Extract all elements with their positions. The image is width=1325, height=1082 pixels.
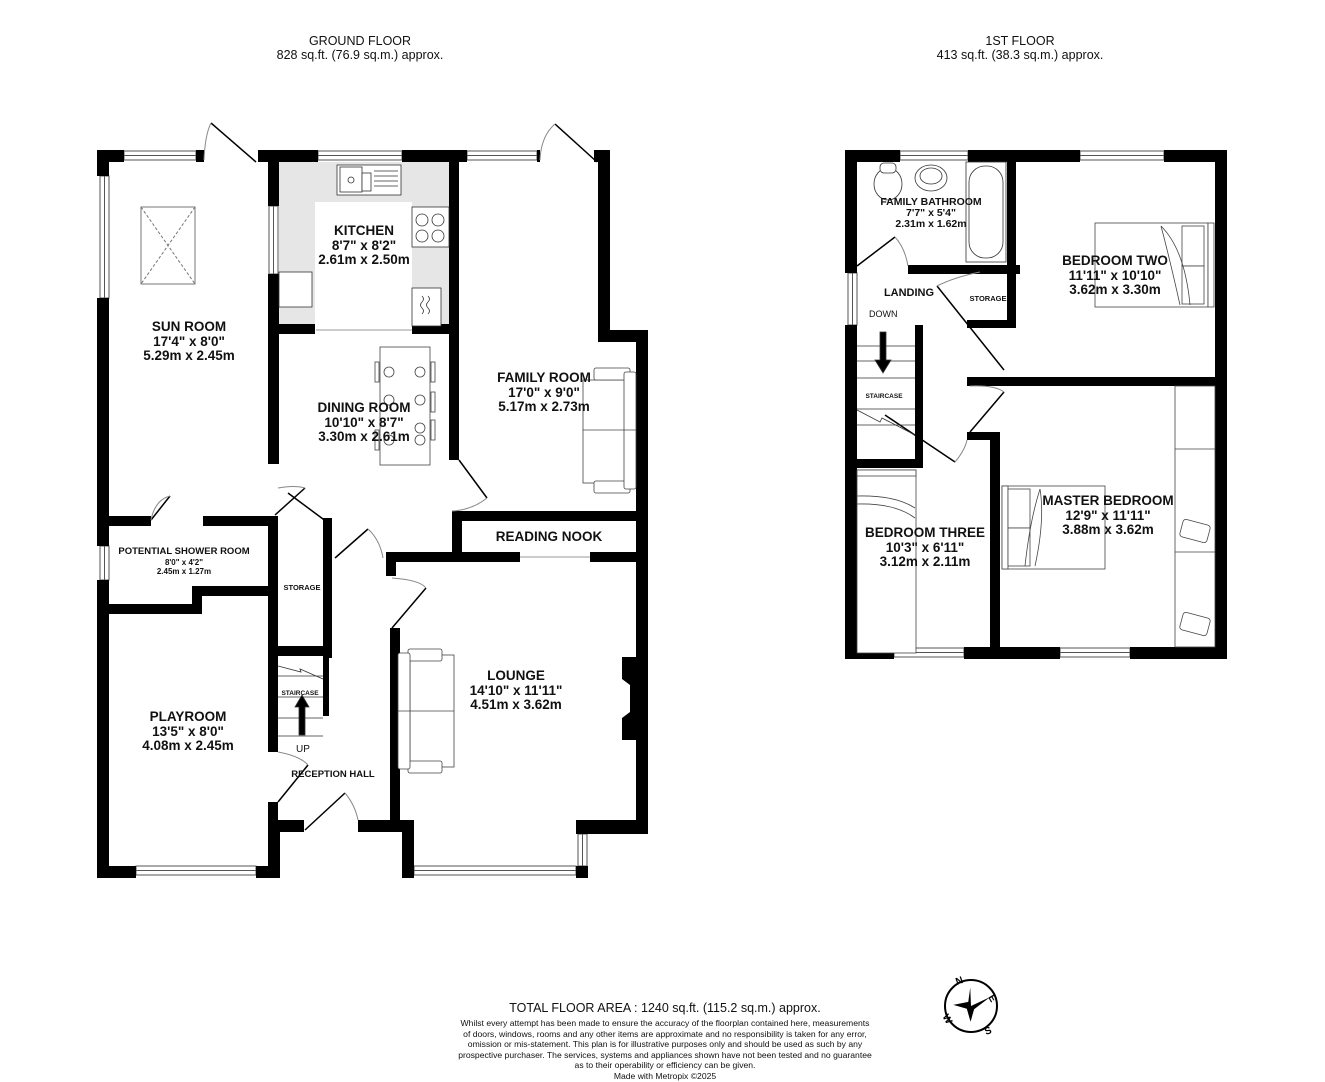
room-label-landing: LANDING	[884, 288, 934, 299]
first-floor-area: 413 sq.ft. (38.3 sq.m.) approx.	[936, 48, 1104, 62]
family-room-sofa	[582, 367, 637, 494]
first-floor-plan	[845, 150, 1227, 659]
room-metric: 4.51m x 3.62m	[470, 697, 562, 712]
room-name: MASTER BEDROOM	[1042, 493, 1174, 508]
room-imperial: 8'0" x 4'2"	[164, 557, 204, 567]
ground-staircase	[277, 665, 324, 737]
room-name: STAIRCASE	[281, 690, 319, 697]
room-label-sun-room: SUN ROOM 17'4" x 8'0" 5.29m x 2.45m	[143, 319, 235, 364]
ground-floor-plan	[97, 122, 1227, 878]
room-name: BEDROOM THREE	[864, 525, 986, 540]
ground-floor-area: 828 sq.ft. (76.9 sq.m.) approx.	[276, 48, 444, 62]
room-metric: 3.12m x 2.11m	[879, 554, 971, 569]
room-imperial: 17'4" x 8'0"	[153, 333, 225, 349]
up-label: UP	[296, 744, 310, 755]
room-imperial: 14'10" x 11'11"	[469, 682, 563, 698]
room-metric: 5.17m x 2.73m	[498, 399, 590, 414]
first-floor-heading: 1ST FLOOR 413 sq.ft. (38.3 sq.m.) approx…	[890, 34, 1150, 62]
room-name: PLAYROOM	[149, 709, 227, 724]
room-label-potential-shower-room: POTENTIAL SHOWER ROOM 8'0" x 4'2" 2.45m …	[118, 546, 250, 576]
room-imperial: 8'7" x 8'2"	[331, 237, 397, 253]
ground-floor-title: GROUND FLOOR	[308, 34, 412, 48]
room-label-first-storage: STORAGE	[970, 294, 1007, 303]
room-metric: 4.08m x 2.45m	[142, 738, 234, 753]
room-label-playroom: PLAYROOM 13'5" x 8'0" 4.08m x 2.45m	[142, 709, 234, 754]
walls	[97, 150, 648, 878]
room-metric: 5.29m x 2.45m	[143, 348, 235, 363]
compass-e: E	[985, 993, 998, 1005]
doors	[150, 122, 598, 831]
compass-icon: N E S W	[940, 975, 1002, 1038]
room-metric: 2.31m x 1.62m	[895, 218, 967, 230]
disclaimer-line: prospective purchaser. The services, sys…	[458, 1049, 872, 1060]
room-name: POTENTIAL SHOWER ROOM	[118, 546, 250, 557]
room-name: RECEPTION HALL	[291, 769, 375, 780]
room-metric: 3.62m x 3.30m	[1069, 282, 1161, 297]
disclaimer: Whilst every attempt has been made to en…	[420, 1018, 910, 1082]
disclaimer-line: of doors, windows, rooms and any other i…	[463, 1028, 867, 1039]
room-imperial: 7'7" x 5'4"	[906, 207, 956, 219]
ground-floor-heading: GROUND FLOOR 828 sq.ft. (76.9 sq.m.) app…	[230, 34, 490, 62]
first-floor-title: 1ST FLOOR	[985, 34, 1055, 48]
room-imperial: 11'11" x 10'10"	[1068, 267, 1162, 283]
dining-table	[374, 346, 436, 466]
footer: TOTAL FLOOR AREA : 1240 sq.ft. (115.2 sq…	[420, 1000, 910, 1082]
windows	[99, 150, 590, 876]
room-name: STAIRCASE	[865, 393, 903, 400]
credit: Made with Metropix ©2025	[613, 1070, 717, 1081]
room-label-lounge: LOUNGE 14'10" x 11'11" 4.51m x 3.62m	[469, 668, 563, 713]
disclaimer-line: Whilst every attempt has been made to en…	[460, 1018, 870, 1028]
room-name: LANDING	[883, 287, 935, 299]
kitchen-appliances	[278, 164, 450, 327]
room-metric: 2.61m x 2.50m	[318, 252, 410, 267]
disclaimer-line: omission or mis-statement. This plan is …	[467, 1039, 863, 1050]
lounge-sofa	[397, 648, 455, 774]
room-name: LOUNGE	[487, 668, 545, 683]
room-name: KITCHEN	[333, 223, 394, 238]
room-label-bedroom-two: BEDROOM TWO 11'11" x 10'10" 3.62m x 3.30…	[1062, 253, 1168, 298]
total-floor-area: TOTAL FLOOR AREA : 1240 sq.ft. (115.2 sq…	[509, 1001, 821, 1015]
room-label-kitchen: KITCHEN 8'7" x 8'2" 2.61m x 2.50m	[318, 223, 410, 268]
room-imperial: 12'9" x 11'11"	[1065, 507, 1151, 523]
skylight	[140, 206, 196, 285]
room-name: FAMILY BATHROOM	[880, 196, 982, 208]
room-label-reception-hall: RECEPTION HALL	[291, 769, 375, 781]
room-imperial: 10'10" x 8'7"	[324, 414, 404, 430]
room-name: BEDROOM TWO	[1062, 253, 1168, 268]
compass-n: N	[954, 975, 965, 988]
room-name: FAMILY ROOM	[497, 370, 591, 385]
room-name: READING NOOK	[495, 529, 603, 544]
room-label-ground-storage: STORAGE	[284, 583, 321, 592]
room-label-reading-nook: READING NOOK	[495, 529, 603, 545]
room-name: STORAGE	[283, 583, 321, 592]
disclaimer-line: as to their operability or efficiency ca…	[574, 1060, 756, 1071]
room-name: SUN ROOM	[151, 319, 227, 334]
room-label-ground-staircase: STAIRCASE	[281, 689, 318, 698]
room-label-dining-room: DINING ROOM 10'10" x 8'7" 3.30m x 2.61m	[317, 400, 411, 445]
compass-s: S	[983, 1025, 993, 1037]
room-imperial: 13'5" x 8'0"	[152, 723, 224, 739]
room-label-family-bathroom: FAMILY BATHROOM 7'7" x 5'4" 2.31m x 1.62…	[880, 197, 981, 230]
room-imperial: 17'0" x 9'0"	[508, 384, 580, 400]
room-imperial: 10'3" x 6'11"	[885, 539, 965, 555]
room-metric: 2.45m x 1.27m	[156, 566, 212, 576]
room-metric: 3.30m x 2.61m	[318, 429, 410, 444]
room-label-first-staircase: STAIRCASE	[865, 392, 902, 401]
room-label-bedroom-three: BEDROOM THREE 10'3" x 6'11" 3.12m x 2.11…	[864, 525, 986, 570]
down-label: DOWN	[869, 309, 898, 319]
room-metric: 3.88m x 3.62m	[1062, 522, 1154, 537]
room-label-master-bedroom: MASTER BEDROOM 12'9" x 11'11" 3.88m x 3.…	[1042, 493, 1174, 538]
room-name: STORAGE	[969, 294, 1007, 303]
room-name: DINING ROOM	[317, 400, 411, 415]
room-label-family-room: FAMILY ROOM 17'0" x 9'0" 5.17m x 2.73m	[497, 370, 591, 415]
